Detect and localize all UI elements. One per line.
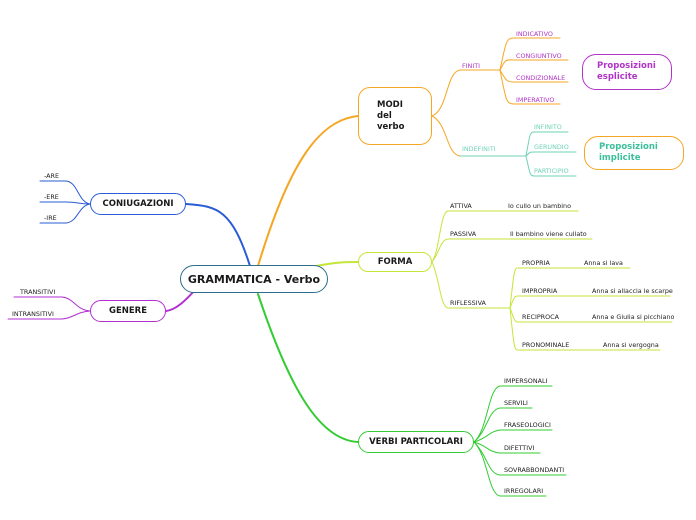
modi-label-line2: del xyxy=(377,110,392,121)
forma-attiva[interactable]: ATTIVA xyxy=(450,202,472,210)
subtopic-indefiniti[interactable]: INDEFINITI xyxy=(462,145,496,153)
mood-imperativo[interactable]: IMPERATIVO xyxy=(516,96,555,104)
verbi-fraseologici[interactable]: FRASEOLOGICI xyxy=(504,421,551,429)
note-proposizioni-implicite[interactable]: Proposizioni implicite xyxy=(584,136,684,170)
verbi-irregolari[interactable]: IRREGOLARI xyxy=(504,487,544,495)
modi-label-line3: verbo xyxy=(377,121,405,132)
genere-label: GENERE xyxy=(108,306,148,316)
topic-coniugazioni[interactable]: CONIUGAZIONI xyxy=(90,193,186,215)
verbi-particolari-label: VERBI PARTICOLARI xyxy=(369,437,463,447)
note-implicite-line1: Proposizioni xyxy=(599,142,658,152)
topic-verbi-particolari[interactable]: VERBI PARTICOLARI xyxy=(358,431,474,453)
mood-condizionale[interactable]: CONDIZIONALE xyxy=(516,74,566,82)
modi-label-line1: MODI xyxy=(377,99,403,110)
mood-gerundio[interactable]: GERUNDIO xyxy=(534,143,569,151)
forma-riflessiva[interactable]: RIFLESSIVA xyxy=(450,299,486,307)
coniugazioni-label: CONIUGAZIONI xyxy=(102,199,174,209)
verbi-servili[interactable]: SERVILI xyxy=(504,399,528,407)
genere-intransitivi[interactable]: INTRANSITIVI xyxy=(12,310,54,318)
topic-genere[interactable]: GENERE xyxy=(90,300,166,322)
connector-forma xyxy=(315,261,359,267)
genere-transitivi[interactable]: TRANSITIVI xyxy=(20,288,56,296)
riflessiva-propria[interactable]: PROPRIA xyxy=(522,259,550,267)
mood-congiuntivo[interactable]: CONGIUNTIVO xyxy=(516,52,562,60)
riflessiva-reciproca[interactable]: RECIPROCA xyxy=(522,313,559,321)
mood-infinito[interactable]: INFINITO xyxy=(534,123,562,131)
connector-modi xyxy=(257,115,359,267)
note-implicite-line2: implicite xyxy=(599,153,641,163)
connector-coniugazioni xyxy=(185,203,251,267)
note-esplicite-line2: esplicite xyxy=(597,72,638,82)
connector-verbi-particolari xyxy=(257,293,359,443)
riflessiva-pronominale-example: Anna si vergogna xyxy=(603,341,659,349)
riflessiva-propria-example: Anna si lava xyxy=(584,259,623,267)
forma-label: FORMA xyxy=(377,257,413,267)
verbi-impersonali[interactable]: IMPERSONALI xyxy=(504,377,548,385)
topic-modi[interactable]: MODI del verbo xyxy=(358,87,432,145)
riflessiva-pronominale[interactable]: PRONOMINALE xyxy=(522,341,570,349)
forma-attiva-example: Io cullo un bambino xyxy=(508,202,572,210)
subtopic-finiti[interactable]: FINITI xyxy=(462,62,481,70)
verbi-difettivi[interactable]: DIFETTIVI xyxy=(504,444,535,452)
mood-participio[interactable]: PARTICIPIO xyxy=(534,167,569,175)
forma-passiva-example: Il bambino viene cullato xyxy=(510,230,587,238)
riflessiva-impropria-example: Anna si allaccia le scarpe xyxy=(592,287,673,295)
riflessiva-impropria[interactable]: IMPROPRIA xyxy=(522,287,558,295)
coniugazione-are[interactable]: -ARE xyxy=(44,172,60,180)
central-topic[interactable]: GRAMMATICA - Verbo xyxy=(180,265,328,293)
coniugazione-ere[interactable]: -ERE xyxy=(44,193,59,201)
verbi-sovrabbondanti[interactable]: SOVRABBONDANTI xyxy=(504,466,565,474)
note-proposizioni-esplicite[interactable]: Proposizioni esplicite xyxy=(582,54,672,90)
mood-indicativo[interactable]: INDICATIVO xyxy=(516,30,553,38)
coniugazione-ire[interactable]: -IRE xyxy=(44,214,57,222)
central-topic-label: GRAMMATICA - Verbo xyxy=(187,272,321,286)
note-esplicite-line1: Proposizioni xyxy=(597,61,656,71)
forma-passiva[interactable]: PASSIVA xyxy=(450,230,477,238)
topic-forma[interactable]: FORMA xyxy=(358,252,432,272)
riflessiva-reciproca-example: Anna e Giulia si picchiano xyxy=(592,313,675,321)
